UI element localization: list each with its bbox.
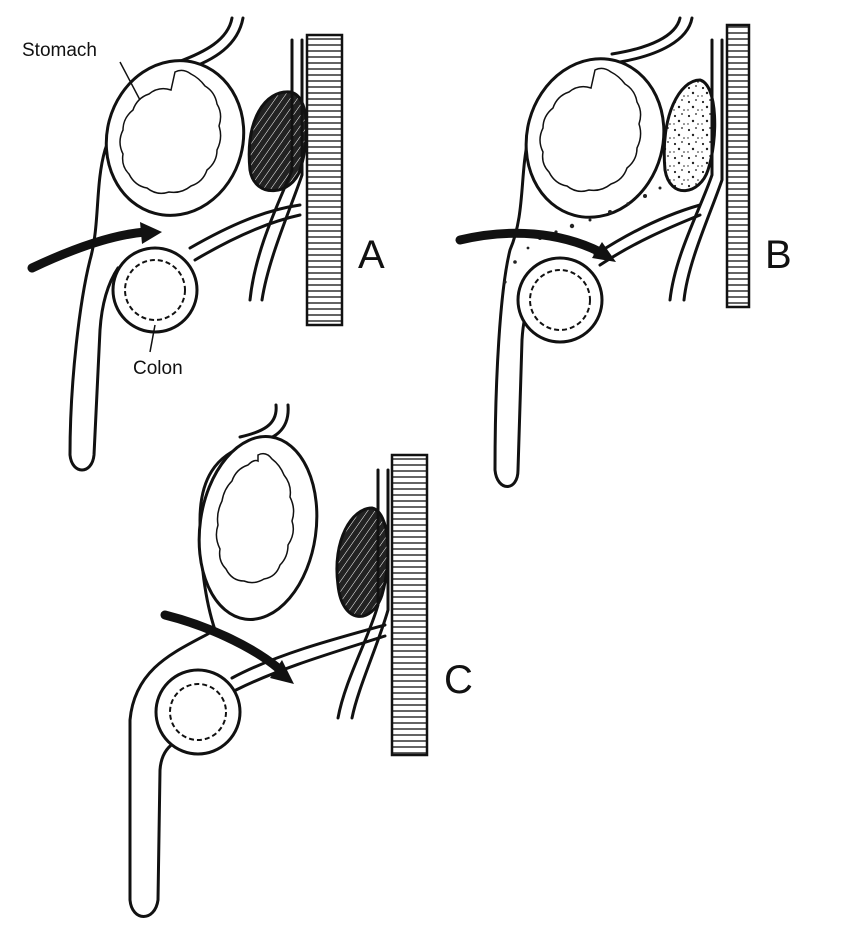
arrow (160, 610, 283, 673)
stomach-label: Stomach (22, 40, 97, 61)
pancreas (335, 506, 390, 618)
stomach-outer (524, 57, 666, 219)
mesocolon (234, 634, 387, 692)
colon-label: Colon (133, 358, 183, 379)
colon-lining (124, 259, 186, 321)
stomach-lining (539, 67, 642, 193)
arrowhead (270, 660, 294, 684)
panel-letter-a: A (358, 233, 385, 277)
panel-a: Stomach Colon A (22, 16, 385, 472)
colon-leader (149, 324, 156, 353)
arrow (455, 228, 605, 257)
mesocolon (230, 623, 387, 680)
colon-lining (529, 269, 591, 331)
stomach-lining (119, 69, 222, 195)
posterior-peritoneum (350, 468, 390, 720)
posterior-peritoneum (260, 38, 304, 302)
stomach-lining (215, 452, 295, 584)
arrowhead (140, 222, 162, 244)
arrow (27, 227, 150, 273)
posterior-peritoneum (336, 468, 380, 720)
posterior-peritoneum (248, 38, 294, 302)
panel-b: B (455, 16, 792, 488)
panel-c: C (128, 403, 473, 918)
mesocolon (593, 203, 702, 257)
arrowhead (592, 242, 616, 262)
peritoneum-outline (176, 16, 234, 64)
pancreas (662, 78, 717, 193)
vertebral-column (390, 453, 429, 757)
posterior-peritoneum (668, 38, 714, 302)
pancreas (247, 90, 309, 193)
panel-letter-c: C (444, 658, 473, 702)
stomach-leader (119, 61, 141, 101)
vertebral-column (725, 23, 751, 309)
posterior-peritoneum (682, 38, 724, 302)
peritoneum-outline (610, 16, 682, 56)
colon-lining (169, 683, 227, 741)
peritoneum-outline (238, 403, 278, 439)
vertebral-column (305, 33, 344, 327)
mesocolon (193, 213, 302, 262)
panel-letter-b: B (765, 233, 792, 277)
